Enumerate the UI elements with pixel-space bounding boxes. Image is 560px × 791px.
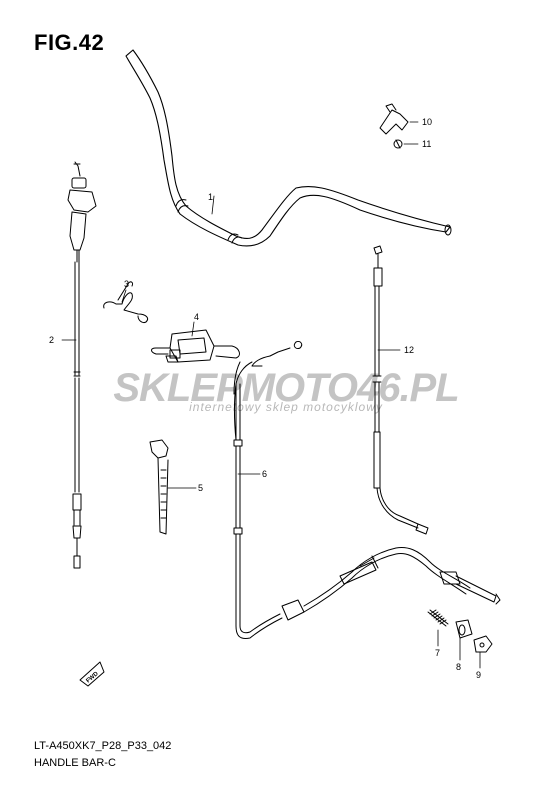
callout-6: 6 (262, 469, 267, 479)
callout-8: 8 (456, 662, 461, 672)
callout-9: 9 (476, 670, 481, 680)
callout-10: 10 (422, 117, 432, 127)
callout-3: 3 (124, 279, 129, 289)
cable-tie (149, 439, 169, 535)
brake-cable (233, 341, 501, 639)
leader-lines (61, 121, 481, 669)
callout-2: 2 (49, 335, 54, 345)
watermark-logo: SKLEPMOTO46.PL (113, 366, 459, 410)
callout-1: 1 (208, 192, 213, 202)
throttle-cable (67, 161, 97, 569)
callout-12: 12 (404, 345, 414, 355)
callout-labels: 1 2 3 4 5 6 7 8 9 10 11 12 FWD (49, 117, 481, 684)
spring (427, 609, 449, 627)
figure-code: LT-A450XK7_P28_P33_042 (34, 740, 172, 752)
cable-guide-bracket (151, 329, 240, 363)
screw (393, 139, 403, 149)
figure-title: FIG.42 (34, 30, 105, 55)
callout-5: 5 (198, 483, 203, 493)
callout-4: 4 (194, 312, 199, 322)
cable-clamp (473, 635, 493, 653)
handlebar (125, 49, 452, 247)
callout-11: 11 (422, 139, 431, 149)
callout-7: 7 (435, 648, 440, 658)
choke-cable (372, 245, 429, 535)
mount-bracket (379, 103, 409, 135)
wire-clip (103, 281, 149, 323)
watermark-tagline: internetowy sklep motocyklowy (189, 400, 383, 414)
adjuster-nut (455, 619, 473, 639)
forward-direction-icon (79, 661, 105, 687)
figure-name: HANDLE BAR-C (34, 757, 116, 769)
